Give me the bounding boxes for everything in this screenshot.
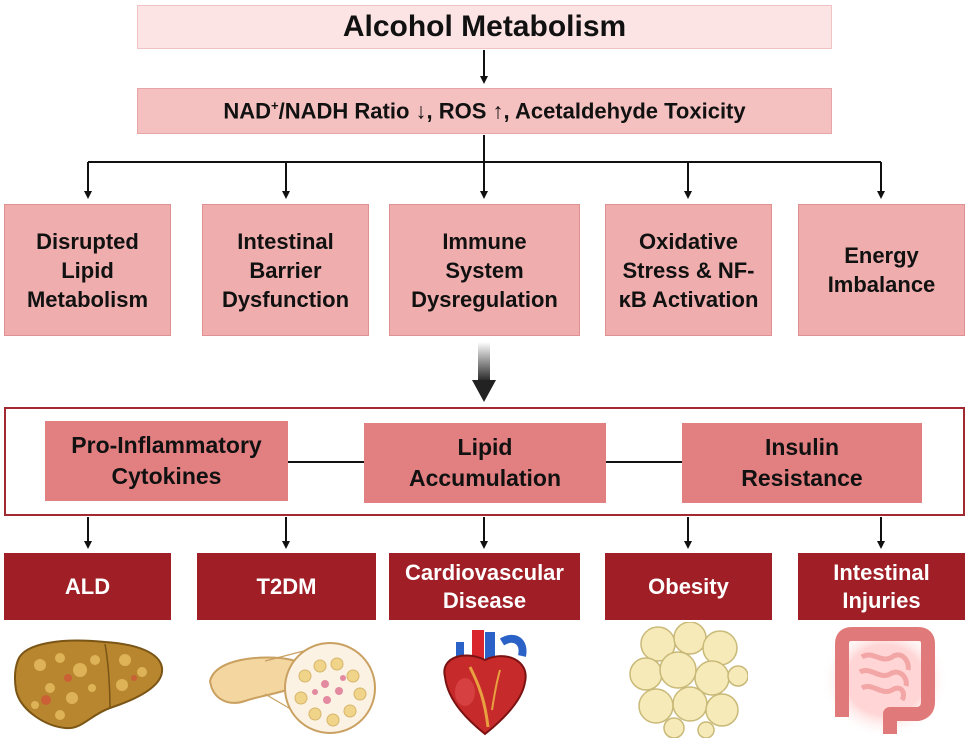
outcome-label: Cardiovascular Disease	[405, 559, 564, 613]
title-box: Alcohol Metabolism	[137, 5, 832, 49]
outcome-label: Obesity	[648, 573, 729, 599]
heart-icon	[443, 630, 527, 736]
outcome-label: Intestinal Injuries	[833, 559, 930, 613]
mechanism-frame	[4, 407, 965, 516]
outcome-label: T2DM	[256, 573, 317, 599]
cause-box-5: Energy Imbalance	[798, 204, 965, 336]
outcome-label: ALD	[64, 573, 111, 599]
cause-label: Disrupted Lipid Metabolism	[26, 228, 149, 312]
outcome-box-intestinal: Intestinal Injuries	[798, 553, 965, 620]
fat-cells-icon	[629, 622, 748, 738]
mechanism-label: Pro-Inflammatory Cytokines	[71, 432, 262, 489]
pancreas-icon	[208, 642, 376, 734]
subtitle-rest: /NADH Ratio ↓, ROS ↑, Acetaldehyde Toxic…	[278, 98, 746, 124]
cause-box-4: Oxidative Stress & NF-κB Activation	[605, 204, 772, 336]
mechanism-box-1: Pro-Inflammatory Cytokines	[45, 421, 288, 501]
subtitle-nad: NAD	[223, 98, 272, 124]
cause-box-3: Immune System Dysregulation	[389, 204, 580, 336]
mechanism-label: Lipid Accumulation	[408, 434, 562, 491]
mechanism-box-3: Insulin Resistance	[682, 423, 922, 503]
outcome-box-t2dm: T2DM	[197, 553, 376, 620]
cause-label: Energy Imbalance	[827, 243, 936, 297]
intestine-icon	[821, 622, 949, 738]
big-arrow-shaft	[478, 342, 490, 382]
cause-box-1: Disrupted Lipid Metabolism	[4, 204, 171, 336]
title-text: Alcohol Metabolism	[342, 10, 627, 43]
outcome-box-ald: ALD	[4, 553, 171, 620]
mechanism-label: Insulin Resistance	[741, 434, 863, 491]
mechanism-box-2: Lipid Accumulation	[364, 423, 606, 503]
outcome-box-obesity: Obesity	[605, 553, 772, 620]
subtitle-text: NAD+/NADH Ratio ↓, ROS ↑, Acetaldehyde T…	[223, 98, 745, 124]
liver-icon	[13, 639, 164, 730]
cause-label: Immune System Dysregulation	[411, 228, 558, 312]
outcome-box-cardiovascular: Cardiovascular Disease	[389, 553, 580, 620]
cause-label: Oxidative Stress & NF-κB Activation	[618, 228, 759, 312]
subtitle-plus: +	[271, 97, 279, 113]
subtitle-box: NAD+/NADH Ratio ↓, ROS ↑, Acetaldehyde T…	[137, 88, 832, 134]
cause-label: Intestinal Barrier Dysfunction	[221, 228, 350, 312]
cause-box-2: Intestinal Barrier Dysfunction	[202, 204, 369, 336]
big-arrow-head	[472, 380, 496, 402]
